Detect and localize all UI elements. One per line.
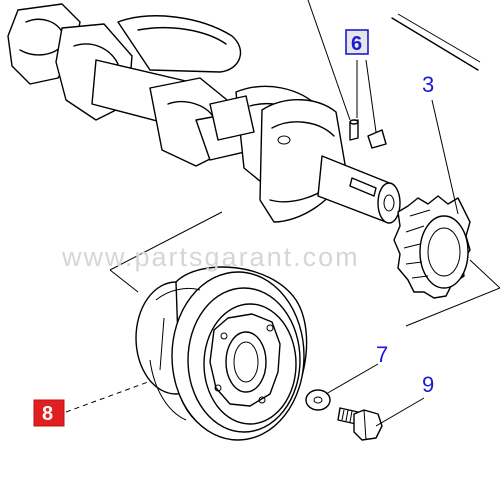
subassembly-outline [109,211,500,327]
callout-8-label: 8 [42,403,53,425]
crank-gear [393,195,471,299]
callout-9: 9 [422,372,434,397]
crank-pulley [135,266,308,441]
watermark: www.partsgarant.com [61,242,360,272]
callout-9-label: 9 [422,372,434,397]
key [367,129,387,149]
callout-3: 3 [422,72,434,97]
callout-6-label: 6 [351,33,362,55]
crankshaft [7,3,401,224]
callout-6: 6 [345,29,369,55]
washer [305,389,331,411]
callout-8: 8 [33,399,65,427]
dowel-pin [349,119,359,141]
subassembly-frame [391,13,481,71]
callout-3-label: 3 [422,72,434,97]
callout-7-label: 7 [376,342,388,367]
callout-7: 7 [376,342,388,367]
leader-lines [65,0,459,427]
bolt [337,407,383,441]
